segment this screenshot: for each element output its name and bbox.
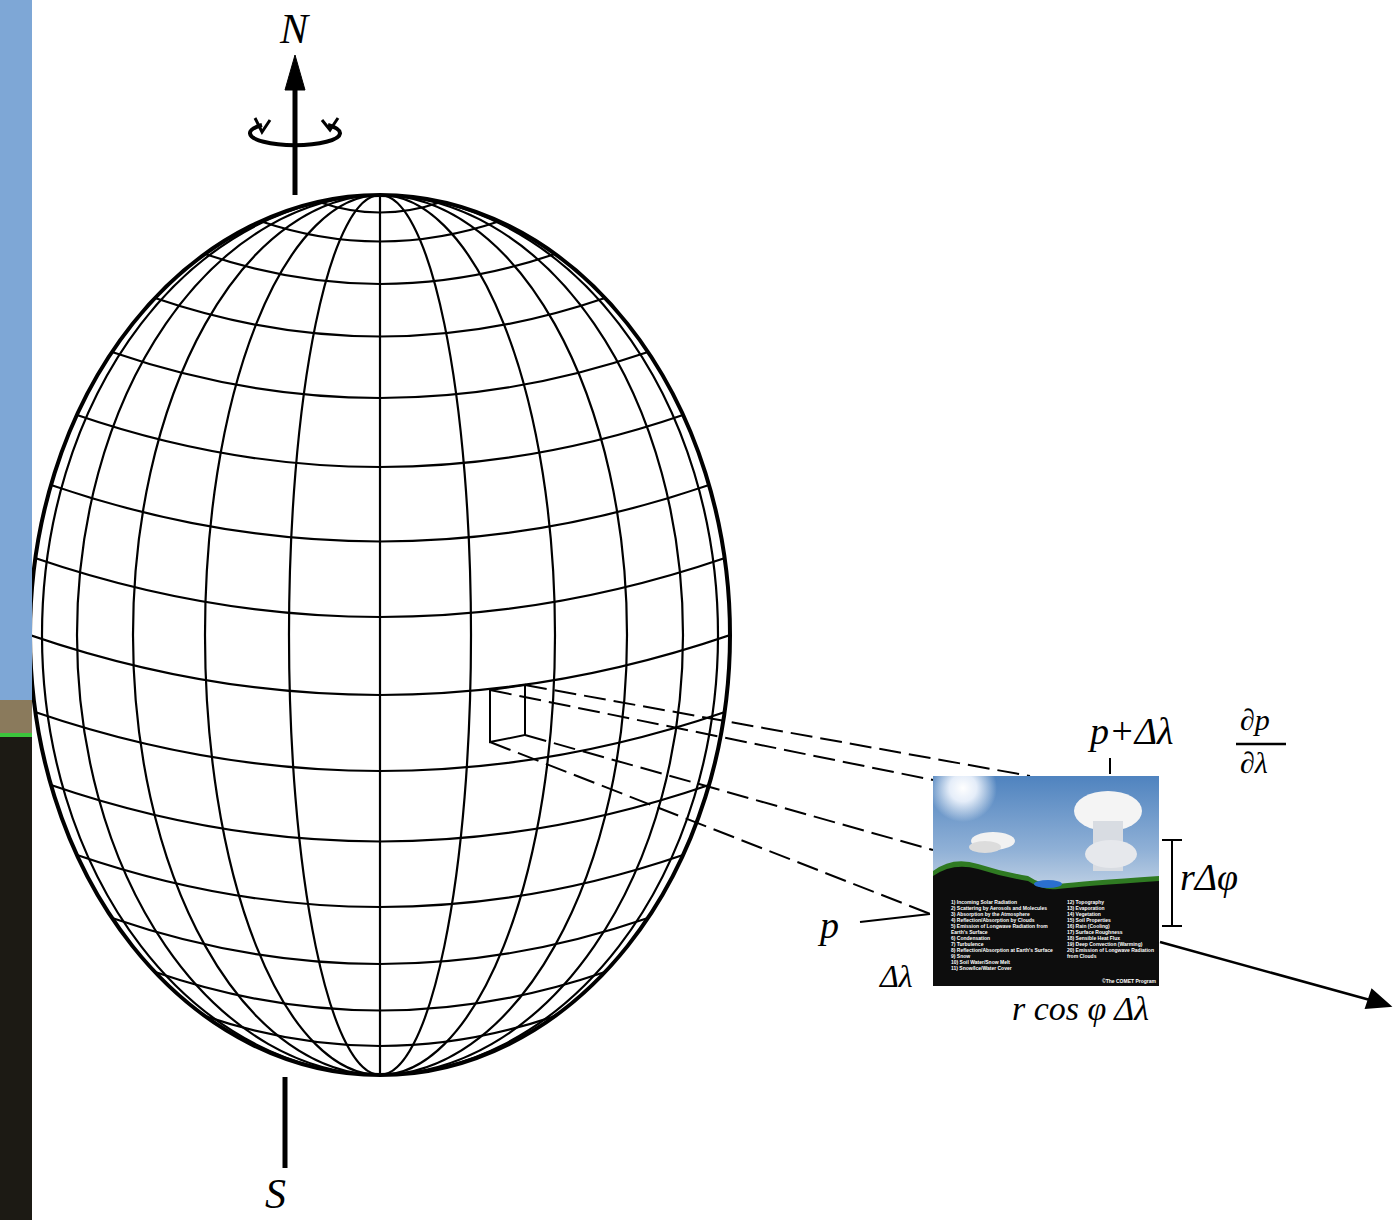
dimension-bracket [1171, 840, 1173, 926]
pole-label: N [280, 8, 308, 50]
side-panel [0, 0, 32, 700]
legend-item: 12) Topography [1067, 899, 1155, 905]
parallel [155, 298, 605, 337]
legend-column: 12) Topography13) Evaporation14) Vegetat… [1067, 899, 1155, 959]
meridian [133, 195, 627, 1075]
pressure-label: p+Δλ [1090, 712, 1173, 750]
ground [933, 867, 1159, 986]
dimension-bracket [1162, 839, 1182, 841]
axis-line [293, 80, 298, 195]
legend-item: 20) Emission of Longwave Radiation from … [1067, 947, 1155, 959]
sun [933, 776, 997, 822]
parallel [319, 202, 441, 213]
side-panel [0, 737, 32, 1220]
meridian [77, 195, 683, 1075]
legend-item: 11) Snow/Ice/Water Cover [951, 965, 1063, 971]
legend-item: 10) Soil Water/Snow Melt [951, 959, 1063, 965]
legend-item: 6) Condensation [951, 935, 1063, 941]
dashed-line [525, 735, 933, 850]
parallel [30, 635, 730, 695]
legend-item: 13) Evaporation [1067, 905, 1155, 911]
atmosphere-processes-picture: 1) Incoming Solar Radiation2) Scattering… [933, 776, 1159, 986]
parallel [112, 352, 648, 398]
globe-grid [30, 190, 730, 1080]
leader-line [860, 914, 930, 922]
lake [1034, 880, 1062, 888]
parallel [77, 855, 683, 907]
legend-item: 9) Snow [951, 953, 1063, 959]
parallel [51, 485, 709, 542]
pressure-label: p [820, 906, 839, 944]
parallel [260, 221, 500, 242]
dimension-label: rΔφ [1180, 858, 1238, 896]
legend-item: 18) Sensible Heat Flux [1067, 935, 1155, 941]
dimension-label: Δλ [880, 960, 913, 992]
north-axis [250, 55, 340, 195]
legend-item: 17) Surface Roughness [1067, 929, 1155, 935]
dashed-line [525, 685, 1030, 776]
cloud [969, 841, 1001, 853]
cloud [1085, 840, 1137, 868]
arrow-head [1366, 990, 1390, 1008]
parallel [112, 918, 648, 964]
fraction-bar [1236, 743, 1286, 746]
legend-item: 7) Turbulence [951, 941, 1063, 947]
legend-item: 19) Deep Convection (Warming) [1067, 941, 1155, 947]
legend-item: 15) Soil Properties [1067, 917, 1155, 923]
legend-item: 3) Absorption by the Atmosphere [951, 911, 1063, 917]
meridian [289, 195, 471, 1075]
dashed-line [490, 742, 933, 915]
legend-item: 1) Incoming Solar Radiation [951, 899, 1063, 905]
rotation-symbol [322, 118, 338, 130]
side-panel [0, 700, 32, 733]
fraction-numerator: ∂p [1240, 705, 1270, 735]
legend-item: 4) Reflection/Absorption by Clouds [951, 917, 1063, 923]
meridian [379, 190, 381, 1080]
pole-label: S [265, 1173, 286, 1215]
legend-item: 2) Scattering by Aerosols and Molecules [951, 905, 1063, 911]
dimension-bracket [1162, 925, 1182, 927]
legend-item: 5) Emission of Longwave Radiation from E… [951, 923, 1063, 935]
legend-item: 14) Vegetation [1067, 911, 1155, 917]
arrow-head [285, 55, 305, 90]
meridian [42, 195, 718, 1075]
globe-outline [30, 195, 730, 1075]
dashed-line [490, 690, 933, 780]
legend-item: 16) Rain (Cooling) [1067, 923, 1155, 929]
parallel [35, 558, 725, 617]
parallel [155, 972, 605, 1011]
annotations [860, 744, 1390, 1008]
legend-column: 1) Incoming Solar Radiation2) Scattering… [951, 899, 1063, 971]
rotation-symbol [255, 118, 270, 132]
parallel [205, 1016, 555, 1046]
copyright-note: ©The COMET Program [1102, 978, 1156, 984]
leader-line [1109, 758, 1111, 774]
parallel [51, 785, 709, 842]
parallel [77, 415, 683, 467]
dimension-label: r cos φ Δλ [1012, 992, 1149, 1026]
meridian [205, 195, 555, 1075]
south-axis [283, 1077, 288, 1168]
axis-arrow [1160, 942, 1370, 1000]
fraction-denominator: ∂λ [1240, 748, 1268, 778]
legend-item: 8) Reflection/Absorption at Earth's Surf… [951, 947, 1063, 953]
parallel [205, 254, 555, 284]
ground [933, 861, 1159, 986]
